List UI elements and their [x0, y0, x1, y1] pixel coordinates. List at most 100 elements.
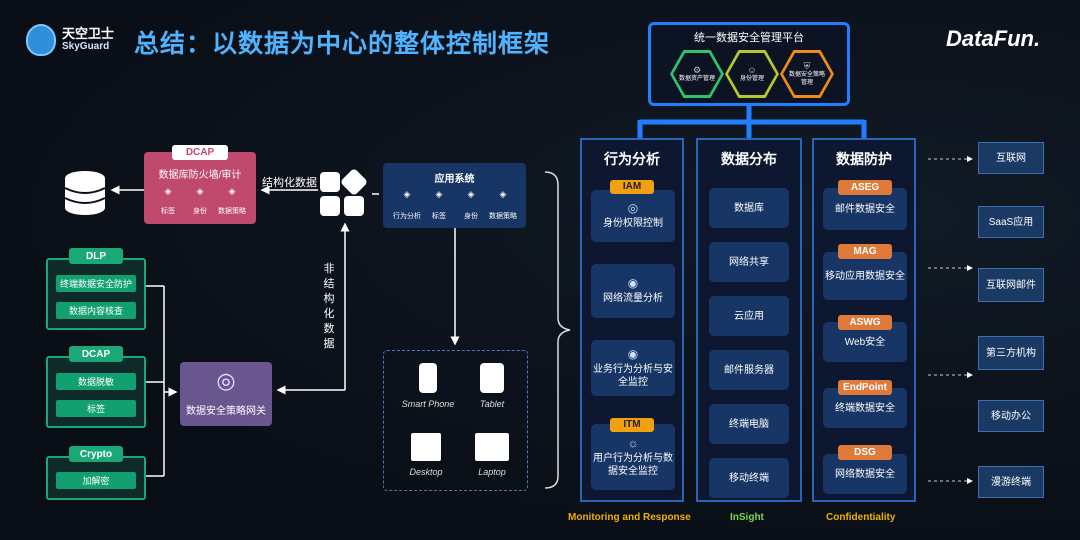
tag-aswg: ASWG	[838, 315, 892, 330]
dlp-box	[46, 258, 146, 330]
hex-label: 数据资产管理	[678, 76, 715, 82]
grid-icon	[320, 167, 370, 218]
hex-label: 数据安全策略管理	[788, 72, 825, 86]
app-item: 标签	[432, 213, 446, 220]
skyguard-logo: 天空卫士 SkyGuard	[26, 22, 126, 58]
tag-aseg: ASEG	[838, 180, 892, 195]
footer-insight: InSight	[730, 512, 764, 523]
radar-icon: ◉	[627, 346, 639, 361]
device-laptop: Laptop	[466, 433, 518, 477]
app-item: 身份	[464, 213, 478, 220]
block-mag: 移动应用数据安全	[823, 252, 907, 300]
column-data-protection: 数据防护 邮件数据安全 ASEG 移动应用数据安全 MAG Web安全 ASWG…	[812, 138, 916, 502]
device-tablet: Tablet	[466, 363, 518, 409]
users-icon: ☺	[747, 65, 757, 75]
device-label: Tablet	[479, 399, 505, 409]
block-endpoint-pc: 终端电脑	[709, 404, 789, 444]
management-platform: 统一数据安全管理平台 ⚙ 数据资产管理 ☺ 身份管理 ⛨ 数据安全策略管理	[648, 22, 850, 106]
radar-icon: ◉	[627, 276, 639, 290]
dlp-item: 数据内容核查	[56, 302, 136, 319]
gear-icon: ⚙	[692, 65, 702, 75]
hex-label: 身份管理	[739, 76, 764, 82]
column-title: 数据防护	[836, 151, 892, 167]
block-traffic-analysis: ◉ 网络流量分析	[591, 264, 675, 318]
dcap-tag: DCAP	[69, 346, 123, 362]
shield-icon: ⛨	[803, 61, 811, 71]
app-title: 应用系统	[434, 174, 475, 185]
behavior-icon: ◈	[403, 189, 411, 199]
block-label: 业务行为分析与安全监控	[593, 363, 673, 388]
tag-dsg: DSG	[838, 445, 892, 460]
policy-gateway: ◎ 数据安全策略网关	[180, 362, 272, 426]
policy-icon: ◈	[228, 186, 236, 196]
database-icon	[64, 171, 106, 215]
block-label: 身份权限控制	[603, 218, 663, 229]
datafun-logo: DataFun.	[946, 26, 1041, 51]
tag-icon: ◈	[164, 186, 172, 196]
dcap-top-tag: DCAP	[172, 145, 228, 160]
block-mail-server: 邮件服务器	[709, 350, 789, 390]
footer-monitoring: Monitoring and Response	[568, 512, 691, 523]
unstructured-data-label: 非结构化数据	[323, 263, 335, 350]
device-label: Laptop	[478, 467, 506, 477]
app-item: 数据策略	[489, 213, 517, 220]
platform-title: 统一数据安全管理平台	[694, 32, 804, 44]
block-database: 数据库	[709, 188, 789, 228]
ext-internet: 互联网	[978, 142, 1044, 174]
dcap-item: 标签	[56, 400, 136, 417]
column-data-distribution: 数据分布 数据库 网络共享 云应用 邮件服务器 终端电脑 移动终端	[696, 138, 802, 502]
phone-icon	[419, 363, 437, 393]
tag-endpoint: EndPoint	[838, 380, 892, 395]
tablet-icon	[480, 363, 504, 393]
ext-saas: SaaS应用	[978, 206, 1044, 238]
ext-third-party: 第三方机构	[978, 336, 1044, 370]
device-smartphone: Smart Phone	[396, 363, 460, 409]
crypto-tag: Crypto	[69, 446, 123, 462]
app-item: 行为分析	[393, 213, 421, 220]
tag-itm: ITM	[610, 418, 654, 432]
dlp-tag: DLP	[69, 248, 123, 264]
dcap-title: 数据库防火墙/审计	[158, 170, 242, 181]
block-dsg: 网络数据安全	[823, 454, 907, 494]
tag-mag: MAG	[838, 244, 892, 259]
tag-icon: ◈	[435, 189, 443, 199]
shield-icon	[26, 24, 56, 56]
brand-cn: 天空卫士	[62, 26, 115, 41]
dcap-item: 标签	[161, 208, 175, 215]
dcap-item: 数据脱敏	[56, 373, 136, 390]
hex-identity: ☺ 身份管理	[725, 50, 779, 98]
block-itm: ☼ 用户行为分析与数据安全监控	[591, 424, 675, 490]
network-globe-icon: ◎	[216, 368, 236, 393]
page-title: 总结：以数据为中心的整体控制框架	[134, 30, 551, 58]
devices-box: Smart Phone Tablet Desktop Laptop	[383, 350, 528, 491]
device-label: Smart Phone	[401, 399, 455, 409]
ext-internet-mail: 互联网邮件	[978, 268, 1044, 302]
hex-data-asset: ⚙ 数据资产管理	[670, 50, 724, 98]
block-label: 用户行为分析与数据安全监控	[593, 452, 673, 477]
block-label: 网络流量分析	[603, 293, 663, 304]
identity-icon: ◈	[467, 189, 475, 199]
dcap-db-firewall: 数据库防火墙/审计 ◈ ◈ ◈ 标签 身份 数据策略	[144, 152, 256, 224]
column-title: 行为分析	[604, 151, 660, 167]
laptop-icon	[475, 433, 509, 461]
footer-confidentiality: Confidentiality	[826, 512, 896, 523]
dcap-item: 身份	[193, 208, 207, 215]
block-network-share: 网络共享	[709, 242, 789, 282]
dcap-box	[46, 356, 146, 428]
application-system: 应用系统 ◈ ◈ ◈ ◈ 行为分析 标签 身份 数据策略	[383, 163, 526, 228]
block-aseg: 邮件数据安全	[823, 188, 907, 230]
column-behavior-analysis: 行为分析 ◎ 身份权限控制 IAM ◉ 网络流量分析 ◉ 业务行为分析与安全监控…	[580, 138, 684, 502]
block-iam: ◎ 身份权限控制	[591, 190, 675, 242]
policy-icon: ◈	[499, 189, 507, 199]
fingerprint-icon: ◎	[627, 201, 639, 215]
device-desktop: Desktop	[400, 433, 452, 477]
dlp-item: 终端数据安全防护	[56, 275, 136, 292]
desktop-icon	[411, 433, 441, 461]
block-business-behavior: ◉ 业务行为分析与安全监控	[591, 340, 675, 396]
ext-roaming: 漫游终端	[978, 466, 1044, 498]
gateway-label: 数据安全策略网关	[186, 406, 266, 417]
hex-policy: ⛨ 数据安全策略管理	[780, 50, 834, 98]
brand-en: SkyGuard	[62, 41, 110, 52]
tag-iam: IAM	[610, 180, 654, 194]
